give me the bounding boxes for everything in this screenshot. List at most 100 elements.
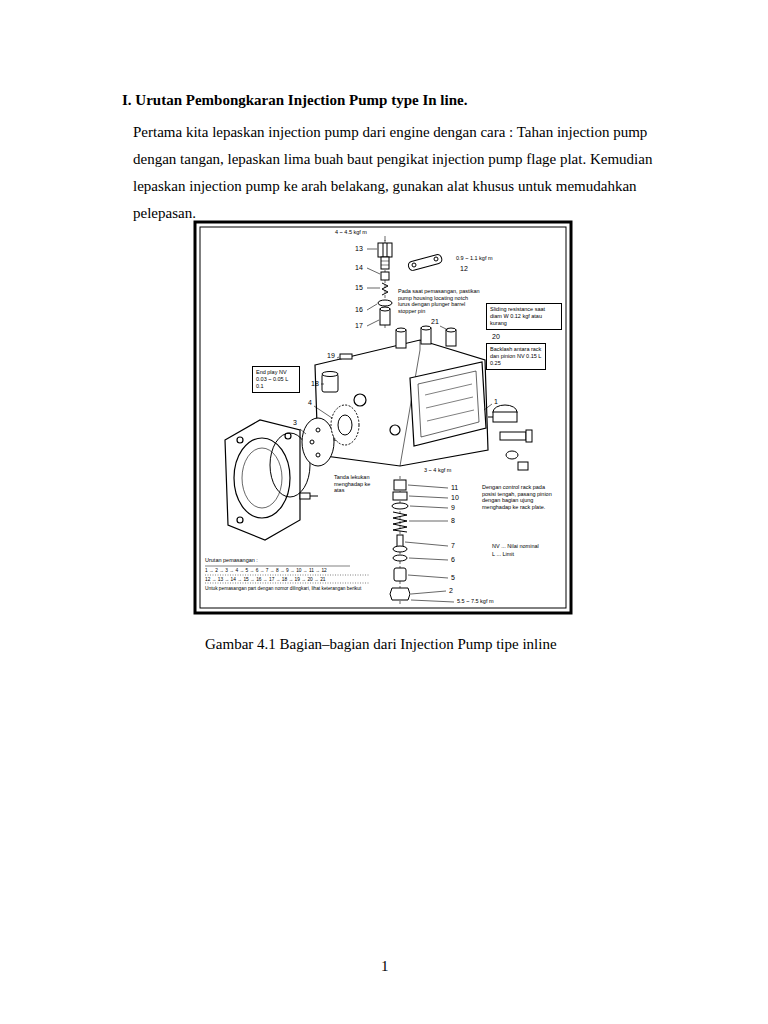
assembly-note: Pada saat pemasangan, pastikan pump hous… (398, 288, 480, 314)
torque-value: 0.9 ~ 1.1 kgf m (456, 255, 493, 262)
leader-lines-part (409, 521, 448, 522)
delivery-valve-parts-part (382, 283, 388, 295)
delivery-valve-parts-part (381, 265, 389, 266)
callout-number: 13 (355, 245, 363, 253)
callout-number: 21 (431, 318, 439, 326)
assembly-order-rules-part (205, 583, 370, 584)
plate-and-gear (302, 405, 359, 466)
assembly-order-rules-part (205, 566, 350, 567)
leader-lines-part (440, 326, 448, 330)
pump-housing-part (315, 340, 488, 466)
leader-lines-part (367, 304, 377, 310)
leader-lines-part (411, 591, 446, 594)
delivery-valve-parts-part (387, 243, 388, 257)
callout-number: 8 (451, 517, 455, 525)
flange-housing-part (242, 448, 282, 508)
delivery-valve-parts-part (381, 261, 389, 262)
frame-inner (200, 227, 566, 608)
leader-lines (300, 236, 492, 602)
callout-number: 9 (451, 504, 455, 512)
leader-lines-part (410, 506, 448, 508)
delivery-valve-parts (378, 240, 392, 330)
note-text: Sliding resistance saat diam W 0.12 kgf … (490, 306, 558, 327)
callout-number: 11 (451, 484, 458, 492)
leader-lines-part (409, 496, 448, 498)
delivery-valve-parts-part (381, 257, 389, 269)
side-fittings-part (518, 462, 528, 470)
leader-lines-part (405, 542, 448, 546)
delivery-valve-holders-part (396, 328, 406, 332)
plunger-column-part (392, 503, 408, 509)
note-box: End play NV 0.03 ~ 0.05 L 0.1 (252, 366, 300, 393)
assembly-order-heading: Urutan pemasangan : (205, 557, 258, 564)
flange-housing-part (234, 438, 290, 518)
pump-housing-part (354, 394, 366, 406)
body-paragraph: Pertama kita lepaskan injection pump dar… (133, 119, 678, 227)
delivery-valve-parts-part (380, 307, 390, 311)
callout-number: 14 (355, 264, 363, 272)
plate-and-gear-part (331, 405, 359, 445)
screw-and-cylinder-part (340, 354, 352, 359)
figure-frame (195, 222, 571, 613)
section-heading: I. Urutan Pembongkaran Injection Pump ty… (122, 92, 467, 109)
clamp-plate-part (434, 257, 438, 261)
pump-housing-part (418, 371, 479, 437)
plunger-column-part (393, 492, 407, 500)
leader-lines-part (409, 558, 448, 560)
leader-lines-part (484, 404, 492, 410)
plunger-column-part (393, 546, 407, 552)
torque-value: 5.5 ~ 7.5 kgf m (457, 598, 494, 605)
note-box: Sliding resistance saat diam W 0.12 kgf … (486, 303, 562, 330)
small-screw (300, 493, 318, 499)
plate-and-gear-part (316, 453, 320, 457)
small-screw-part (310, 496, 318, 497)
side-fittings-part (488, 417, 493, 418)
plate-and-gear-part (302, 418, 334, 466)
callout-number: 3 (293, 419, 297, 427)
plunger-column-part (393, 512, 407, 532)
plate-and-gear-part (310, 440, 314, 444)
torque-value: 4 ~ 4.5 kgf m (335, 229, 367, 236)
small-screw-part (300, 493, 310, 499)
torque-value: 3 ~ 4 kgf m (424, 467, 451, 474)
note-text: Backlash antara rack dan pinion NV 0.15 … (490, 346, 542, 367)
leader-lines-part (367, 288, 380, 289)
leader-lines-part (411, 600, 454, 602)
side-fittings-part (493, 412, 517, 422)
side-fittings-part (500, 432, 526, 440)
pump-housing-part (390, 425, 400, 435)
plate-and-gear-part (338, 415, 352, 435)
page-number: 1 (381, 958, 389, 975)
leader-lines-part (337, 357, 339, 358)
assembly-order-rules (205, 566, 370, 583)
plunger-column (390, 476, 410, 604)
side-fittings-part (526, 430, 532, 442)
leader-lines-part (367, 249, 377, 250)
assembly-order-rules-part (205, 575, 370, 576)
delivery-valve-parts-part (378, 300, 392, 306)
callout-number: 5 (451, 574, 455, 582)
plunger-column-part (390, 588, 410, 600)
pump-housing-part (427, 410, 474, 421)
flange-housing-part (225, 420, 300, 540)
pump-housing-part (426, 397, 473, 408)
assembly-note: Tanda lekukan menghadap ke atas (334, 474, 376, 494)
callout-number: 18 (311, 380, 319, 388)
flange-housing-part (237, 437, 243, 443)
assembly-order-line: Untuk pemasangan part dengan nomor dilin… (205, 586, 361, 592)
note-text: End play NV 0.03 ~ 0.05 L 0.1 (256, 369, 296, 390)
callout-number: 15 (355, 284, 363, 292)
delivery-valve-parts-part (381, 272, 389, 280)
leader-lines-part (321, 384, 324, 385)
frame-outer (195, 222, 571, 613)
callout-number: 12 (460, 265, 468, 273)
assembly-note: Dengan control rack pada posisi tengah, … (482, 484, 560, 510)
pump-housing-part (425, 384, 472, 395)
leader-lines-part (367, 320, 379, 326)
leader-lines-part (300, 429, 306, 434)
side-fittings-part (506, 451, 518, 459)
callout-number: 2 (449, 587, 453, 595)
callout-number: 7 (451, 542, 455, 550)
plunger-column-part (397, 535, 403, 547)
